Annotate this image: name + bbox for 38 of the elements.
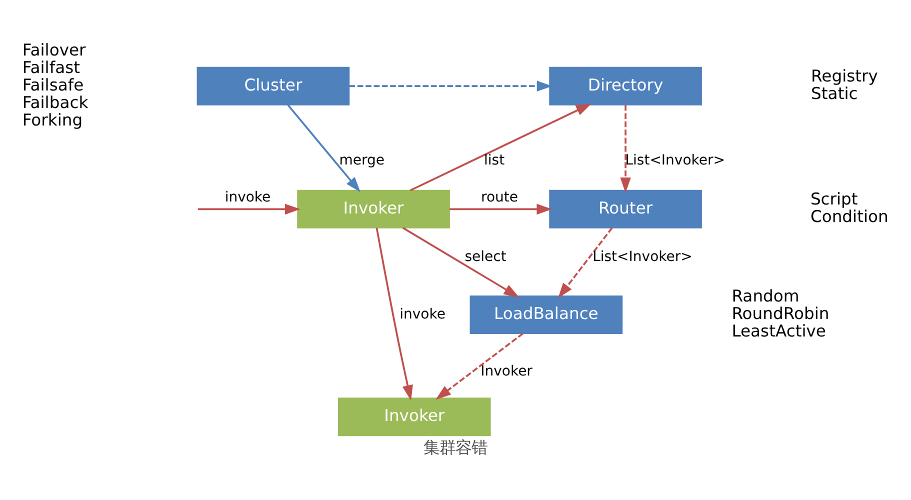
caption: 集群容错 bbox=[424, 438, 488, 458]
node-label: LeastActive bbox=[732, 322, 826, 341]
edge-label: route bbox=[481, 190, 518, 206]
arrow bbox=[558, 227, 613, 298]
edge-label: select bbox=[464, 249, 506, 266]
arrow bbox=[402, 227, 520, 298]
node-box: LoadBalance bbox=[470, 296, 623, 334]
node-label: Random bbox=[732, 286, 800, 306]
node-label: Forking bbox=[22, 110, 83, 130]
edge-label: invoke bbox=[400, 306, 446, 322]
edge-label: Invoker bbox=[480, 364, 532, 380]
node-label: RoundRobin bbox=[732, 304, 830, 324]
edge-label: list bbox=[484, 152, 505, 168]
node-label: Static bbox=[811, 84, 858, 104]
edge-label: merge bbox=[339, 152, 385, 168]
arrow bbox=[450, 204, 552, 215]
node-label: Condition bbox=[810, 207, 888, 226]
node-label: Registry bbox=[811, 66, 878, 86]
arrow bbox=[287, 104, 360, 192]
arrow bbox=[349, 80, 552, 92]
arrow bbox=[620, 105, 631, 193]
node-box: Invoker bbox=[338, 398, 491, 436]
node-label: Script bbox=[810, 190, 858, 209]
arrow bbox=[376, 228, 413, 401]
edge-label: List<Invoker> bbox=[592, 249, 692, 266]
node-label: Failsafe bbox=[22, 75, 84, 94]
arrow bbox=[198, 204, 300, 215]
edge-label: invoke bbox=[224, 190, 271, 206]
node-label: Failover bbox=[22, 40, 86, 60]
arrow bbox=[410, 104, 592, 192]
node-box: Invoker bbox=[297, 190, 450, 228]
node-label: Failback bbox=[22, 92, 88, 112]
node-box: Router bbox=[549, 190, 702, 228]
edge-label: List<Invoker> bbox=[625, 152, 726, 168]
node-box: Cluster bbox=[196, 66, 350, 106]
node-box: Directory bbox=[549, 66, 702, 106]
arrow bbox=[436, 332, 524, 400]
node-label: Failfast bbox=[22, 58, 80, 77]
